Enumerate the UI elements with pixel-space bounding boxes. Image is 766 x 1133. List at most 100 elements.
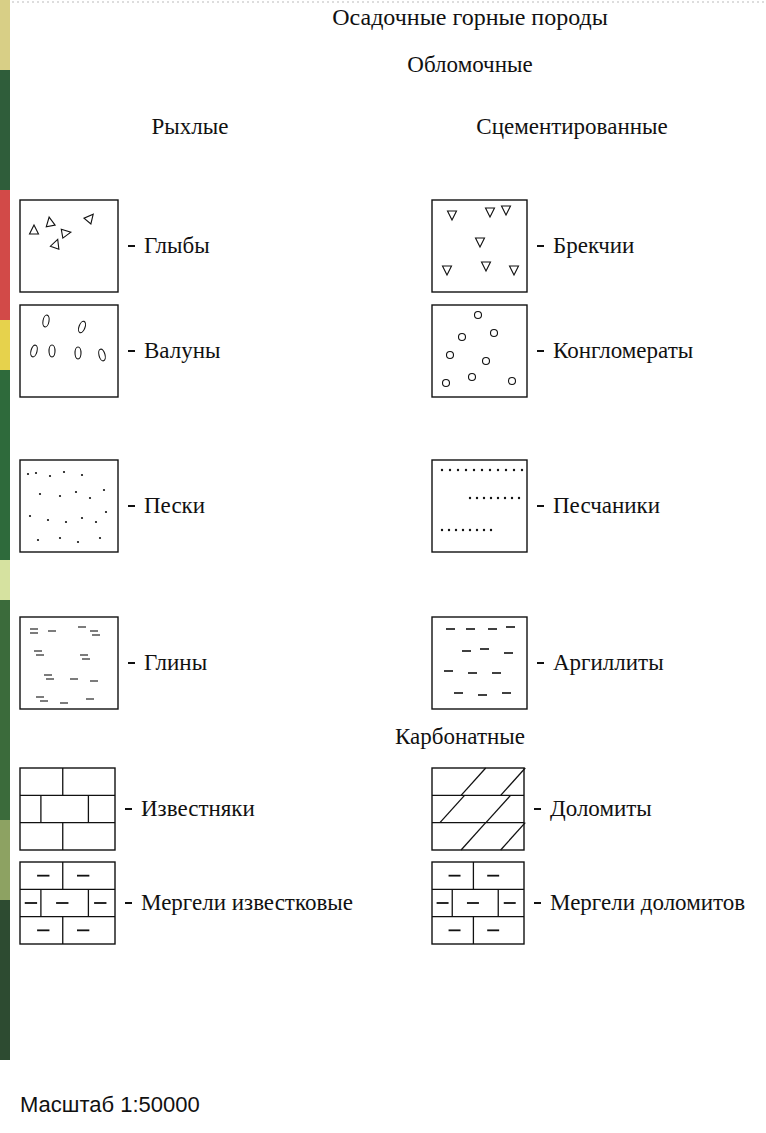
brick-line — [20, 822, 115, 823]
dot-mark — [35, 472, 37, 474]
rock-pattern-swatch — [20, 617, 135, 709]
triangle-mark — [502, 206, 511, 215]
dash-mark — [478, 694, 487, 696]
dash-mark — [506, 626, 515, 628]
rock-pattern-swatch — [20, 768, 132, 850]
dot-mark — [457, 469, 459, 471]
dot-mark — [103, 489, 105, 491]
leader-dash — [125, 808, 132, 810]
swatch-pattern — [20, 768, 115, 850]
swatch-frame — [432, 305, 527, 397]
dot-mark — [29, 515, 31, 517]
rock-name: Мергели известковые — [141, 890, 353, 916]
rock-pattern-swatch — [432, 862, 541, 944]
leader-dash — [537, 245, 544, 247]
triangle-mark — [50, 238, 62, 250]
pebble-mark — [491, 330, 498, 337]
dot-mark — [473, 469, 475, 471]
swatch-frame — [432, 460, 527, 552]
dash-mark — [77, 875, 89, 877]
leader-dash — [128, 245, 135, 247]
triangle-mark — [443, 266, 452, 275]
swatch-frame — [20, 200, 118, 292]
leader-dash — [537, 505, 544, 507]
rock-name: Брекчии — [553, 233, 634, 259]
dash-mark — [480, 648, 489, 650]
brick-line — [452, 889, 453, 916]
group-heading: Рыхлые — [152, 114, 229, 140]
dot-mark — [59, 495, 61, 497]
dot-mark — [65, 521, 67, 523]
dash-mark — [467, 902, 479, 904]
dot-mark — [77, 541, 79, 543]
rock-pattern-swatch — [432, 460, 544, 552]
brick-line — [20, 795, 115, 796]
dot-mark — [75, 491, 77, 493]
rock-pattern-swatch — [20, 460, 135, 552]
triangle-mark — [482, 262, 491, 271]
dash-mark — [446, 628, 455, 630]
dash-mark — [90, 680, 98, 681]
dot-mark — [481, 469, 483, 471]
brick-line — [62, 862, 63, 889]
dash-mark — [487, 875, 499, 877]
triangle-mark — [476, 238, 485, 247]
rock-name: Известняки — [141, 796, 255, 822]
dot-mark — [497, 497, 499, 499]
dash-mark — [36, 696, 44, 697]
boulder-mark — [30, 344, 39, 357]
dash-mark — [46, 678, 54, 679]
dot-mark — [476, 529, 478, 531]
rock-name: Доломиты — [550, 796, 652, 822]
leader-dash — [128, 505, 135, 507]
rock-pattern-swatch — [432, 768, 541, 850]
dash-mark — [504, 652, 513, 654]
pebble-mark — [459, 334, 466, 341]
dot-mark — [469, 497, 471, 499]
rock-pattern-swatch — [20, 305, 135, 397]
legend-swatches — [20, 200, 544, 944]
dash-mark — [25, 902, 37, 904]
dash-mark — [48, 630, 56, 631]
boulder-mark — [98, 348, 107, 361]
strip-segment — [0, 370, 10, 560]
swatch-frame — [432, 862, 524, 944]
dash-mark — [468, 672, 477, 674]
leader-dash — [537, 662, 544, 664]
group-heading: Обломочные — [407, 52, 532, 78]
dot-mark — [465, 469, 467, 471]
dot-mark — [483, 529, 485, 531]
dot-mark — [441, 529, 443, 531]
leader-dash — [128, 350, 135, 352]
brick-line — [461, 768, 486, 795]
strip-segment — [0, 70, 10, 190]
group-heading: Карбонатные — [395, 724, 525, 750]
dash-mark — [449, 875, 461, 877]
leader-dash — [534, 808, 541, 810]
swatch-frame — [432, 768, 524, 850]
brick-line — [486, 795, 511, 822]
dot-mark — [518, 497, 520, 499]
swatch-pattern — [20, 862, 115, 944]
dash-mark — [94, 902, 106, 904]
dot-mark — [476, 497, 478, 499]
dot-mark — [449, 469, 451, 471]
brick-line — [473, 862, 474, 889]
brick-line — [501, 768, 526, 795]
brick-line — [501, 823, 526, 850]
dash-mark — [37, 929, 49, 931]
dot-mark — [489, 469, 491, 471]
brick-line — [440, 795, 465, 822]
dot-mark — [483, 497, 485, 499]
swatch-pattern — [443, 312, 516, 387]
dot-mark — [497, 469, 499, 471]
brick-line — [432, 822, 524, 823]
dash-mark — [437, 902, 449, 904]
brick-line — [62, 823, 63, 850]
group-heading: Сцементированные — [476, 114, 667, 140]
boulder-mark — [75, 347, 81, 359]
dot-mark — [469, 529, 471, 531]
boulder-mark — [77, 320, 87, 333]
dash-mark — [92, 634, 100, 635]
